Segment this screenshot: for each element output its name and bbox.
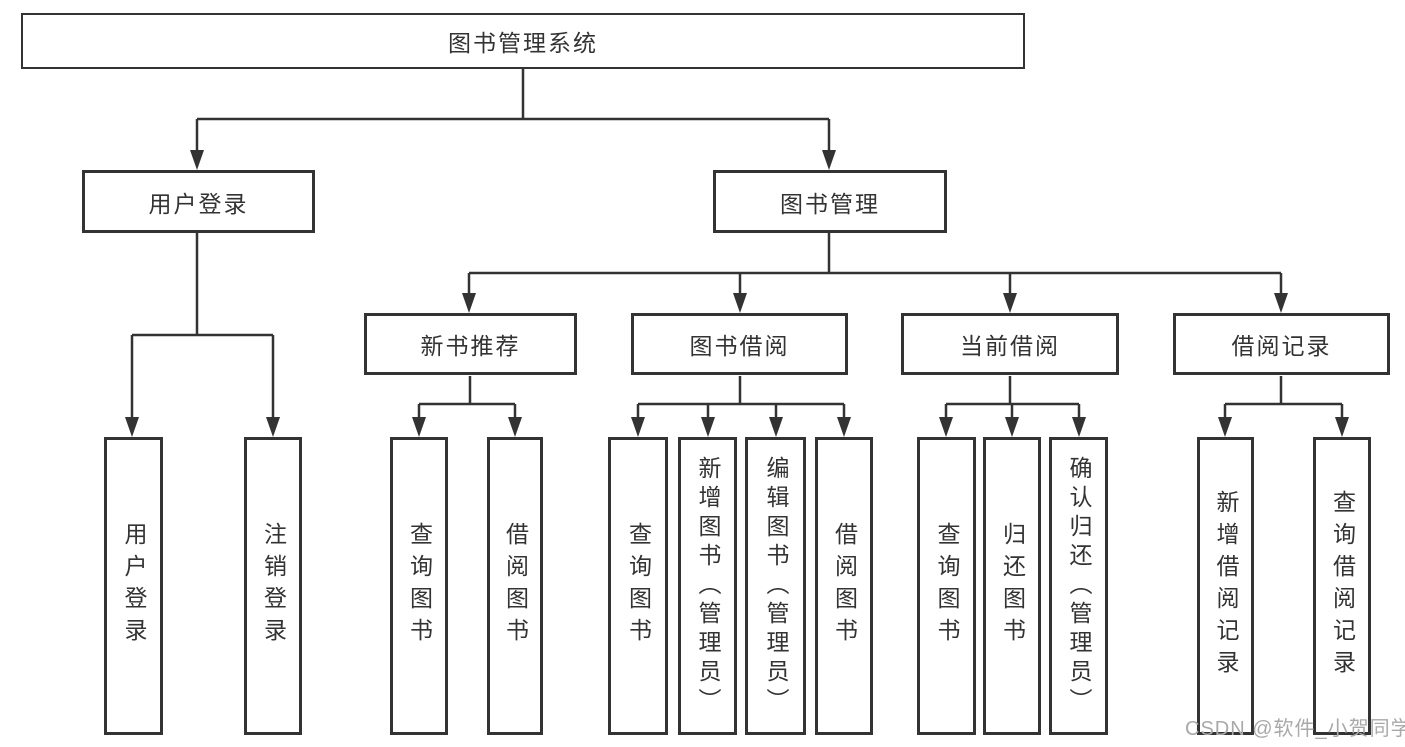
node-book-management-module: 图书管理 — [713, 170, 947, 233]
node-leaf-user-login: 用户登录 — [104, 437, 163, 735]
node-current-borrow: 当前借阅 — [901, 313, 1119, 375]
node-leaf-borrow-book-2: 借阅图书 — [815, 437, 873, 735]
node-leaf-query-book-2: 查询图书 — [608, 437, 668, 735]
node-leaf-query-book-3: 查询图书 — [917, 437, 976, 735]
node-user-login-module: 用户登录 — [82, 170, 315, 233]
node-leaf-borrow-book-1: 借阅图书 — [487, 437, 543, 735]
node-leaf-edit-book-admin: 编辑图书（管理员） — [745, 437, 806, 735]
node-borrow-records: 借阅记录 — [1173, 313, 1390, 375]
node-leaf-query-borrow-record: 查询借阅记录 — [1313, 437, 1371, 735]
node-leaf-return-book: 归还图书 — [983, 437, 1041, 735]
csdn-watermark: CSDN @软件_小贺同学 — [1185, 718, 1405, 740]
node-leaf-confirm-return-admin: 确认归还（管理员） — [1049, 437, 1108, 735]
node-leaf-query-book-1: 查询图书 — [390, 437, 448, 735]
arrowheads — [125, 150, 1349, 437]
node-leaf-logout: 注销登录 — [244, 437, 302, 735]
node-root-system: 图书管理系统 — [21, 13, 1025, 69]
node-leaf-add-book-admin: 新增图书（管理员） — [678, 437, 737, 735]
node-leaf-add-borrow-record: 新增借阅记录 — [1197, 437, 1254, 735]
node-new-book-recommend: 新书推荐 — [364, 313, 577, 375]
node-book-borrow: 图书借阅 — [631, 313, 848, 375]
